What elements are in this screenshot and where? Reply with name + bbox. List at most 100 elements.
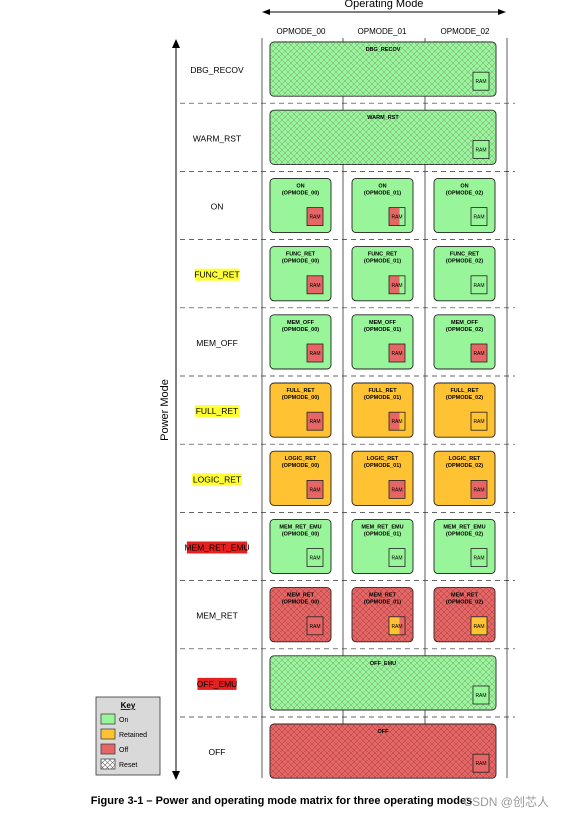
- mode-box-title: MEM_OFF: [369, 320, 397, 326]
- mode-box-title: MEM_RET: [287, 593, 315, 599]
- power-row-off: OFF OFF RAM: [209, 723, 497, 779]
- mode-box-subtitle: (OPMODE_01): [364, 463, 401, 469]
- key-item-label: Retained: [119, 732, 147, 739]
- label-highlight: [197, 677, 237, 690]
- mode-box-title: DBG_RECOV: [366, 47, 401, 53]
- mode-box-subtitle: (OPMODE_00): [282, 190, 319, 196]
- ram-block: [388, 548, 406, 567]
- mode-box-subtitle: (OPMODE_01): [364, 190, 401, 196]
- column-header: OPMODE_01: [358, 27, 407, 36]
- power-row-mem-ret-emu: MEM_RET_EMUMEM_RET_EMU(OPMODE_00)RAMMEM_…: [184, 518, 496, 575]
- reset-hatch: [270, 655, 496, 710]
- ram-label: RAM: [391, 624, 402, 630]
- mode-box-title: FUNC_RET: [450, 252, 480, 258]
- mode-box-title: MEM_RET: [369, 593, 397, 599]
- ram-block-left: [389, 207, 400, 226]
- ram-block: [306, 275, 324, 295]
- ram-block: [472, 685, 490, 705]
- ram-block: [470, 343, 488, 363]
- ram-label: RAM: [309, 556, 320, 562]
- ram-label: RAM: [309, 419, 320, 425]
- mode-box-subtitle: (OPMODE_00): [282, 259, 319, 265]
- mode-box-subtitle: (OPMODE_01): [364, 259, 401, 265]
- power-mode-label-text: LOGIC_RET: [193, 474, 241, 484]
- power-mode-label-text: ON: [211, 202, 224, 212]
- power-mode-label-text: MEM_RET: [196, 611, 238, 621]
- mode-box-title: OFF_EMU: [370, 661, 396, 667]
- ram-block: [306, 548, 324, 567]
- label-highlight: [192, 473, 242, 486]
- ram-label: RAM: [391, 351, 402, 357]
- power-mode-label: Power Mode: [159, 379, 171, 441]
- ram-block: [388, 207, 406, 227]
- mode-box-title: MEM_RET: [451, 593, 479, 599]
- key-item-label: Off: [119, 747, 128, 754]
- power-row-mem-off: MEM_OFFMEM_OFF(OPMODE_00)RAMMEM_OFF(OPMO…: [196, 314, 496, 370]
- column-header: OPMODE_00: [277, 27, 326, 36]
- mode-box-subtitle: (OPMODE_02): [446, 395, 483, 401]
- ram-block: [470, 548, 488, 567]
- ram-block-right: [399, 275, 405, 294]
- ram-label: RAM: [309, 487, 320, 493]
- power-mode-label-text: MEM_RET_EMU: [184, 543, 249, 553]
- power-row-full-ret: FULL_RETFULL_RET(OPMODE_00)RAMFULL_RET(O…: [194, 382, 496, 438]
- ram-block: [388, 411, 406, 431]
- mode-box-title: WARM_RST: [367, 115, 399, 121]
- ram-label: RAM: [309, 351, 320, 357]
- key-item-label: On: [119, 717, 128, 724]
- power-row-mem-ret: MEM_RETMEM_RET(OPMODE_00)RAMMEM_RET(OPMO…: [196, 587, 496, 643]
- ram-block: [306, 343, 324, 363]
- mode-box-subtitle: (OPMODE_02): [446, 463, 483, 469]
- mode-box-title: LOGIC_RET: [285, 456, 317, 462]
- ram-block: [472, 71, 490, 91]
- ram-label: RAM: [475, 79, 486, 85]
- mode-box-title: FULL_RET: [450, 388, 479, 394]
- power-row-func-ret: FUNC_RETFUNC_RET(OPMODE_00)RAMFUNC_RET(O…: [194, 246, 496, 302]
- ram-block: [470, 616, 488, 636]
- ram-block: [388, 479, 406, 499]
- ram-block: [388, 275, 406, 295]
- reset-hatch: [270, 724, 496, 779]
- power-row-logic-ret: LOGIC_RETLOGIC_RET(OPMODE_00)RAMLOGIC_RE…: [192, 450, 496, 506]
- mode-box-subtitle: (OPMODE_00): [282, 600, 319, 606]
- ram-block: [388, 616, 406, 636]
- ram-label: RAM: [309, 624, 320, 630]
- mode-box-title: ON: [296, 183, 304, 189]
- ram-block-left: [389, 616, 400, 635]
- ram-label: RAM: [473, 556, 484, 562]
- mode-box-subtitle: (OPMODE_02): [446, 190, 483, 196]
- ram-label: RAM: [473, 215, 484, 221]
- mode-box-title: FULL_RET: [368, 388, 397, 394]
- mode-box-subtitle: (OPMODE_01): [364, 395, 401, 401]
- ram-block-left: [389, 275, 400, 294]
- ram-block: [306, 479, 324, 499]
- ram-block-right: [399, 207, 405, 226]
- ram-block: [306, 616, 324, 636]
- power-mode-label-text: OFF: [209, 747, 226, 757]
- ram-label: RAM: [391, 283, 402, 289]
- mode-box-subtitle: (OPMODE_00): [282, 327, 319, 333]
- operating-mode-title: Operating Mode: [345, 0, 424, 10]
- mode-box-title: MEM_RET_EMU: [361, 524, 403, 530]
- ram-block-right: [399, 616, 405, 635]
- mode-box-title: OFF: [378, 729, 390, 735]
- mode-box-subtitle: (OPMODE_00): [282, 463, 319, 469]
- ram-block: [470, 479, 488, 499]
- ram-label: RAM: [473, 283, 484, 289]
- power-mode-label-text: FUNC_RET: [194, 270, 239, 280]
- ram-label: RAM: [475, 761, 486, 767]
- mode-box-title: ON: [378, 183, 386, 189]
- ram-block: [470, 275, 488, 295]
- ram-label: RAM: [391, 215, 402, 221]
- mode-box-subtitle: (OPMODE_02): [446, 259, 483, 265]
- mode-box-title: ON: [460, 183, 468, 189]
- ram-block: [306, 411, 324, 431]
- power-mode-label-text: WARM_RST: [193, 133, 241, 143]
- ram-label: RAM: [475, 693, 486, 699]
- mode-box-subtitle: (OPMODE_02): [446, 600, 483, 606]
- ram-block-left: [389, 412, 400, 431]
- key-swatch-retained: [100, 728, 116, 740]
